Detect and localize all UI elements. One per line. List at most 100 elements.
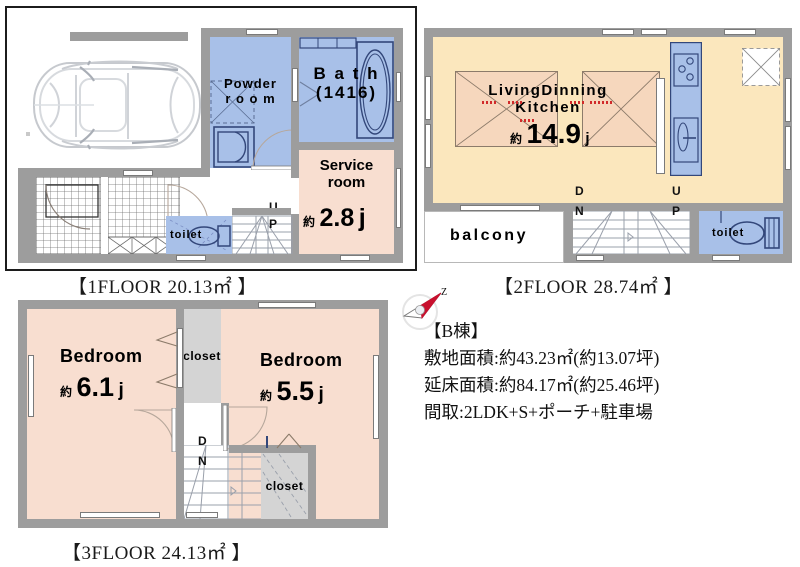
bath-label-line2: (1416) bbox=[315, 83, 378, 103]
spellcheck-wave-5 bbox=[520, 119, 534, 122]
floor3-plan: Bedroom 約 6.1 j closet Bedroom 約 5.5 j bbox=[18, 300, 388, 528]
window-1f-top-1 bbox=[246, 29, 278, 35]
powder-room-label: Powder r o o m bbox=[210, 76, 291, 106]
closet-bottom bbox=[261, 452, 308, 519]
spec-building: 【B棟】 bbox=[424, 321, 489, 341]
wall-stairs-3f-left bbox=[176, 403, 184, 519]
window-3f-left bbox=[28, 355, 34, 417]
window-2f-right-1 bbox=[785, 78, 791, 122]
garage-area bbox=[18, 28, 218, 168]
shaft-dashed-icon bbox=[742, 48, 780, 86]
bedroom-right-size-number: 5.5 bbox=[276, 376, 315, 406]
toilet-2f-label: toilet bbox=[712, 227, 745, 239]
stairs-2f-down-d: D bbox=[575, 184, 584, 198]
bedroom-right-approx: 約 bbox=[260, 389, 273, 403]
wall-1f-left-lower bbox=[18, 168, 27, 263]
closet-bottom-label: closet bbox=[265, 479, 304, 493]
ldk-label-line2: Kitchen bbox=[515, 98, 581, 116]
spellcheck-wave-4 bbox=[590, 101, 614, 104]
car-icon bbox=[33, 60, 201, 150]
bedroom-left-size: 約 6.1 j bbox=[60, 372, 124, 402]
stairs-1f-up-p: P bbox=[269, 217, 278, 231]
ldk-size-unit: j bbox=[585, 130, 590, 147]
bath-label: B a t h (1416) bbox=[299, 64, 394, 102]
wall-closet-bottom-right bbox=[308, 445, 316, 519]
wall-3f-right bbox=[379, 300, 388, 528]
window-2f-left-2 bbox=[425, 124, 431, 168]
toilet-1f-fixture-icon bbox=[169, 219, 231, 251]
window-2f-left-1 bbox=[425, 76, 431, 120]
wall-stairs-2f-right bbox=[690, 203, 699, 263]
garage-gate-bar bbox=[70, 32, 188, 41]
bath-label-line1: B a t h bbox=[313, 64, 380, 83]
wall-1f-bottom bbox=[18, 254, 403, 263]
stairs-1f-up-u: U bbox=[269, 200, 278, 214]
service-label-line1: Service bbox=[319, 157, 374, 174]
spellcheck-wave-3 bbox=[570, 101, 584, 104]
bedroom-right-size: 約 5.5 j bbox=[260, 376, 324, 406]
wall-1f-mid-horiz bbox=[18, 168, 201, 177]
bedroom-left-size-unit: j bbox=[118, 380, 124, 401]
stairs-3f-down-n: N bbox=[198, 454, 207, 468]
window-1f-entry-top bbox=[123, 170, 153, 176]
service-room-size: 約 2.8 j bbox=[303, 204, 366, 232]
toilet-1f-label: toilet bbox=[170, 229, 203, 241]
window-3f-top-right bbox=[258, 302, 316, 308]
spellcheck-wave-1 bbox=[482, 101, 496, 104]
floor1-plan: Powder r o o m B a t h (1416) bbox=[18, 28, 403, 263]
spec-site-area: 敷地面積:約43.23㎡(約13.07坪) bbox=[424, 348, 660, 369]
window-2f-bottom-2 bbox=[712, 255, 740, 261]
wall-entrance-left bbox=[27, 177, 36, 254]
washer-icon bbox=[210, 80, 255, 124]
window-1f-bottom-1 bbox=[176, 255, 206, 261]
door-powder-icon bbox=[251, 129, 295, 170]
closet-top bbox=[183, 309, 221, 403]
powder-label-line1: Powder bbox=[224, 76, 277, 91]
powder-label-line2: r o o m bbox=[225, 90, 276, 106]
closet-bottom-hatch-icon bbox=[262, 453, 307, 518]
property-specs: 【B棟】 敷地面積:約43.23㎡(約13.07坪) 延床面積:約84.17㎡(… bbox=[424, 318, 794, 427]
stairs-2f-down-n: N bbox=[575, 204, 584, 218]
wall-stairs-2f-left bbox=[564, 203, 573, 263]
wall-3f-bottom bbox=[18, 519, 388, 528]
wall-service-left-a bbox=[291, 150, 299, 178]
window-service-right bbox=[396, 168, 401, 228]
spec-layout: 間取:2LDK+S+ポーチ+駐車場 bbox=[424, 402, 653, 423]
floor2-plan: LivingDinning Kitchen 約 14.9 j bbox=[424, 28, 792, 263]
balcony-area bbox=[424, 211, 564, 263]
kitchen-partition bbox=[656, 78, 665, 174]
ldk-zone-left bbox=[455, 71, 558, 147]
kitchen-fixtures-icon bbox=[670, 42, 702, 176]
north-arrow-icon: Z bbox=[402, 287, 447, 330]
ldk-zone-right bbox=[582, 71, 660, 147]
stairs-2f-icon bbox=[572, 211, 690, 254]
toilet-2f-fixture-icon bbox=[720, 211, 780, 249]
floor1-caption: 【1FLOOR 20.13㎡ 】 bbox=[68, 277, 258, 298]
bathtub-icon bbox=[356, 41, 394, 139]
window-service-bottom bbox=[340, 255, 370, 261]
spellcheck-wave-2 bbox=[508, 101, 522, 104]
window-2f-top-3 bbox=[724, 29, 756, 35]
ldk-approx: 約 bbox=[510, 132, 523, 146]
ldk-label: LivingDinning Kitchen bbox=[458, 82, 638, 117]
stairs-3f-icon bbox=[176, 445, 266, 519]
wall-closet-bottom-head bbox=[261, 445, 308, 453]
wall-1f-garage-right bbox=[201, 28, 210, 177]
closet-bottom-handle bbox=[266, 436, 268, 448]
wall-stairs-2f-top bbox=[602, 203, 658, 211]
window-3f-bottom-mid bbox=[186, 512, 218, 518]
stairs-2f-up-p: P bbox=[672, 204, 681, 218]
vanity-icon bbox=[213, 126, 255, 168]
floor3-caption: 【3FLOOR 24.13㎡ 】 bbox=[62, 543, 252, 564]
bath-shelf-icon bbox=[299, 37, 357, 49]
wall-service-left-b bbox=[291, 214, 299, 254]
service-size: 2.8 bbox=[319, 204, 355, 232]
stairs-3f-down-d: D bbox=[198, 434, 207, 448]
window-3f-bottom-left bbox=[80, 512, 160, 518]
ldk-size-number: 14.9 bbox=[526, 118, 581, 149]
wall-3f-top bbox=[18, 300, 388, 309]
window-2f-right-2 bbox=[785, 126, 791, 170]
stairs-2f-up-u: U bbox=[672, 184, 681, 198]
closet-bottom-arrow-icon bbox=[276, 433, 302, 449]
wall-1f-top bbox=[201, 28, 403, 37]
